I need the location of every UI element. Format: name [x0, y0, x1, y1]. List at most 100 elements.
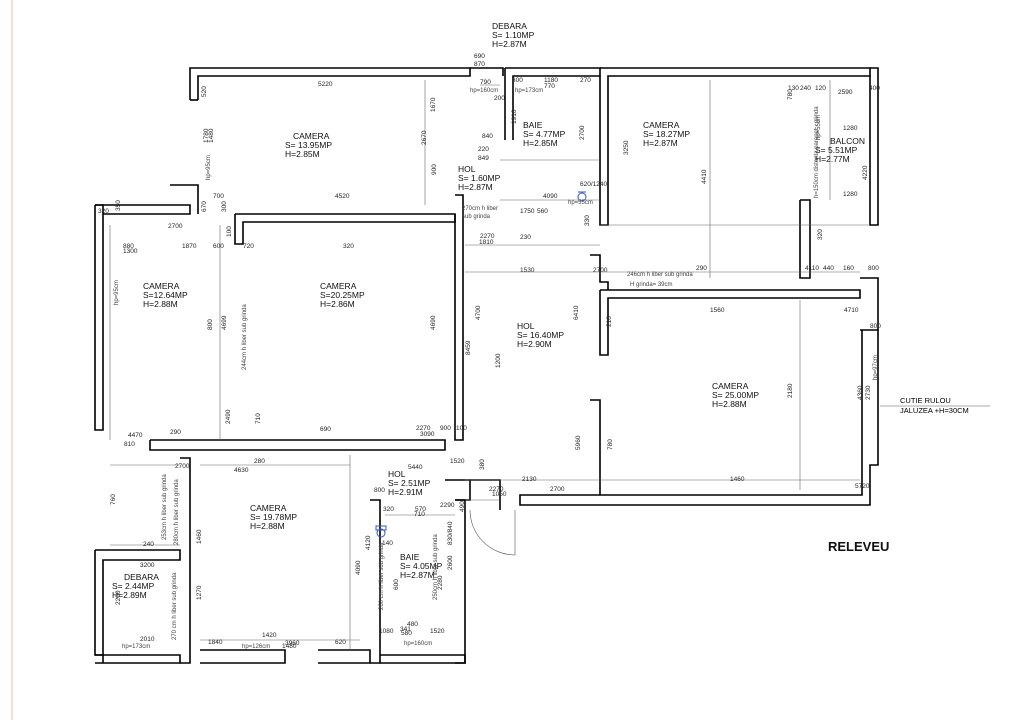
annotation-note: 270cm h liber [462, 206, 498, 212]
dimension-label: 120 [815, 85, 826, 92]
dimension-label: 620/1240 [580, 181, 607, 188]
svg-text:H=2.86M: H=2.86M [320, 299, 355, 309]
dimension-label: 2670 [421, 130, 428, 145]
dimension-label: 140 [382, 540, 393, 547]
dimension-label: 3200 [140, 562, 155, 569]
dimension-label: 800 [374, 487, 385, 494]
dimension-label: 2270 [416, 425, 431, 432]
dimension-label: 1270 [196, 585, 203, 600]
dimension-label: 4520 [335, 193, 350, 200]
dimension-label: 1300 [123, 248, 138, 255]
dimension-label: 341 [400, 626, 411, 633]
svg-text:DEBARA: DEBARA [124, 572, 159, 582]
svg-text:S= 16.40MP: S= 16.40MP [517, 330, 564, 340]
interior-lines [109, 80, 870, 650]
svg-text:H=2.87M: H=2.87M [492, 39, 527, 49]
annotation-note: hp=95cm [114, 280, 120, 305]
annotation-note: hp=160cm [470, 88, 498, 94]
dimension-label: 710 [414, 511, 425, 518]
dimension-label: 5960 [575, 435, 582, 450]
dimension-label: 220 [478, 146, 489, 153]
dimension-label: 560 [537, 208, 548, 215]
svg-text:H=2.88M: H=2.88M [143, 299, 178, 309]
dimension-label: 4470 [128, 432, 143, 439]
dimension-label: 290 [696, 265, 707, 272]
svg-text:S=12.64MP: S=12.64MP [143, 290, 188, 300]
annotation-note: h=150cm distanta parapet - grinda [814, 106, 820, 198]
svg-text:BALCON: BALCON [830, 136, 865, 146]
drawing-title: RELEVEU [828, 539, 889, 554]
dimension-label: 1480 [282, 643, 297, 650]
dimension-label: 5440 [408, 464, 423, 471]
svg-text:S= 13.95MP: S= 13.95MP [285, 140, 332, 150]
dimension-label: 800 [870, 323, 881, 330]
dimension-label: 570 [415, 506, 426, 513]
svg-text:H=2.91M: H=2.91M [388, 487, 423, 497]
dimension-label: 320 [817, 229, 824, 240]
dimension-label: 300 [221, 201, 228, 212]
dimension-label: 1560 [710, 307, 725, 314]
dimension-label: 240 [800, 85, 811, 92]
annotation-note: 244cm h liber sub grinda [242, 304, 248, 370]
dimension-label: 480 [407, 621, 418, 628]
dimension-label: 200 [494, 95, 505, 102]
svg-text:H=2.88M: H=2.88M [712, 399, 747, 409]
svg-text:HOL: HOL [517, 321, 535, 331]
dimension-label: 100 [456, 425, 467, 432]
dimension-label: 880 [123, 243, 134, 250]
annotation-note: hp=126cm [242, 644, 270, 650]
dimension-label: 1200 [495, 353, 502, 368]
annotation-note: sub grinda [462, 214, 491, 220]
annotation-note: hp=55cm [568, 200, 593, 206]
dimension-label: 440 [823, 265, 834, 272]
svg-text:H=2.89M: H=2.89M [112, 590, 147, 600]
annotation-note: hp=173cm [515, 88, 543, 94]
walls [94, 67, 879, 664]
dimension-label: 240 [143, 541, 154, 548]
dimension-label: 790 [480, 79, 491, 86]
svg-text:H=2.88M: H=2.88M [250, 521, 285, 531]
annotation-note: 250cm h liber sub grinda [433, 534, 439, 600]
dimension-label: 8459 [465, 340, 472, 355]
dimension-label: 350 [115, 200, 122, 211]
svg-text:CAMERA: CAMERA [320, 281, 357, 291]
dimension-label: 4090 [543, 193, 558, 200]
svg-text:H=2.85M: H=2.85M [523, 138, 558, 148]
svg-text:CAMERA: CAMERA [250, 503, 287, 513]
annotation-note: 246cm h liber sub grinda [627, 272, 693, 278]
dimension-label: 2700 [593, 267, 608, 274]
wc-icon [577, 191, 587, 202]
dimension-label: 700 [213, 193, 224, 200]
dimension-label: 810 [124, 441, 135, 448]
dimension-label: 1420 [262, 632, 277, 639]
dimension-label: 1750 [520, 208, 535, 215]
dimension-label: 670 [201, 201, 208, 212]
dimension-label: 100 [226, 226, 233, 237]
dimension-label: 870 [474, 61, 485, 68]
annotation-note: hp=95cm [206, 155, 212, 180]
dimension-label: 1460 [196, 529, 203, 544]
svg-text:S= 4.77MP: S= 4.77MP [523, 129, 566, 139]
dimension-label: 1080 [379, 628, 394, 635]
dimension-label: 690 [320, 426, 331, 433]
dimension-label: 130 [788, 85, 799, 92]
svg-text:HOL: HOL [388, 469, 406, 479]
dimension-label: 2010 [140, 636, 155, 643]
dimension-label: 210 [606, 316, 613, 327]
annotation-note: 280cm h liber sub grinda [174, 479, 180, 545]
dimension-label: 580 [401, 630, 412, 637]
dimension-label: 230 [520, 234, 531, 241]
dimension-label: 490 [459, 501, 466, 512]
dimension-label: 2270 [480, 233, 495, 240]
dimension-label: 380 [479, 459, 486, 470]
